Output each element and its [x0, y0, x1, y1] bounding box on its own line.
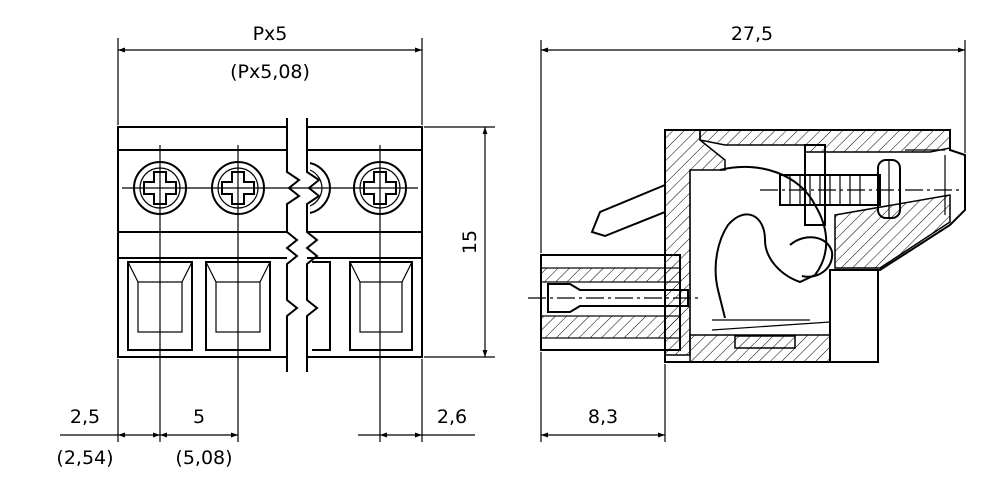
break-line-right [305, 118, 321, 372]
break-line-left [285, 118, 301, 372]
edge-offset-label-alt: (2,54) [56, 447, 113, 469]
clamp-cage [714, 165, 828, 319]
front-view: Px5 (Px5,08) 15 2,5 (2,54) 5 (5,08) 2,6 [56, 23, 495, 469]
break-gap [287, 110, 307, 375]
clamp-jaw [789, 236, 834, 278]
wire-entry-4 [349, 261, 413, 351]
pitch-label: 5 [193, 406, 205, 428]
wire-entry-3-partial [312, 261, 331, 351]
width-label-alt: (Px5,08) [230, 61, 310, 83]
pitch-label-alt: (5,08) [175, 447, 232, 469]
edge-offset-label: 2,5 [70, 406, 100, 428]
plug-hatch-top [540, 267, 681, 283]
height-label: 15 [459, 230, 481, 254]
front-body-outline [117, 126, 423, 358]
side-screw [760, 144, 960, 226]
plug-depth-label: 8,3 [588, 406, 618, 428]
plug-hatch-bottom [540, 315, 681, 339]
right-edge-label: 2,6 [437, 406, 467, 428]
contact-strip [734, 335, 796, 349]
housing-diagonal-wall [834, 194, 951, 269]
side-view: 27,5 8,3 [528, 23, 966, 442]
width-label: Px5 [253, 23, 288, 45]
latch [590, 184, 666, 238]
housing-front-wall [664, 129, 726, 356]
housing-lower-right [830, 269, 879, 363]
length-label: 27,5 [731, 23, 773, 45]
